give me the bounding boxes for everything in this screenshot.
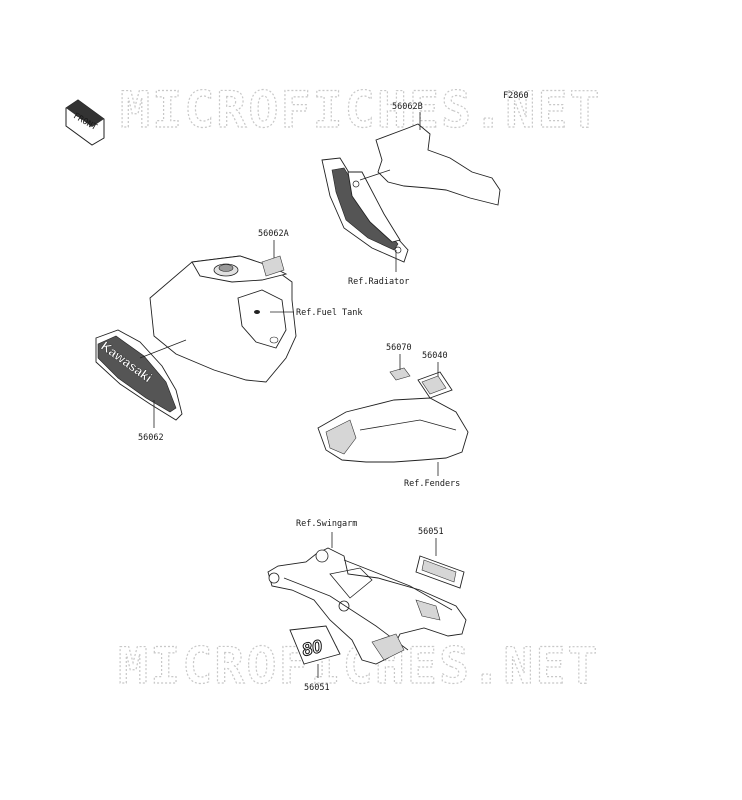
decal-56040	[417, 371, 453, 399]
figure-id: F2860	[503, 91, 529, 101]
label-56051-top: 56051	[418, 527, 444, 537]
swingarm	[267, 547, 467, 665]
front-arrow-icon: FRONT	[65, 99, 105, 146]
label-56040: 56040	[422, 351, 448, 361]
label-ref-fenders: Ref.Fenders	[404, 479, 460, 489]
fuel-tank	[149, 255, 297, 383]
label-ref-swingarm: Ref.Swingarm	[296, 519, 357, 529]
label-ref-fuel-tank: Ref.Fuel Tank	[296, 308, 363, 318]
radiator-shroud	[321, 157, 409, 263]
label-ref-radiator: Ref.Radiator	[348, 277, 409, 287]
decal-56062B	[375, 123, 501, 206]
watermark-top: MICROFICHES.NET	[120, 81, 602, 139]
decal-56051-bottom: 80	[289, 625, 341, 665]
label-56070: 56070	[386, 343, 412, 353]
rear-fender	[317, 397, 469, 463]
label-56062: 56062	[138, 433, 164, 443]
decal-56051-top	[415, 555, 465, 589]
label-56051-bottom: 56051	[304, 683, 330, 693]
label-56062A: 56062A	[258, 229, 289, 239]
label-56062B: 56062B	[392, 102, 423, 112]
decal-56070	[389, 367, 411, 381]
